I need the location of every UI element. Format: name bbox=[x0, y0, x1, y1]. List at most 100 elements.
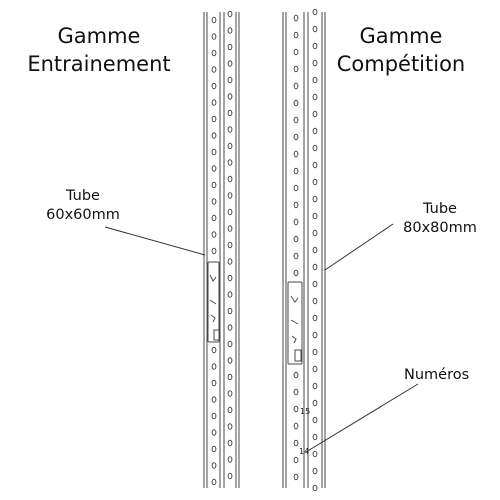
perforation-hole bbox=[211, 363, 217, 370]
perforation-hole bbox=[211, 99, 217, 106]
leader-line-tube-left bbox=[104, 226, 206, 256]
perforation-hole bbox=[312, 110, 318, 118]
hole-column bbox=[211, 16, 217, 486]
perforation-hole bbox=[293, 150, 299, 158]
perforation-hole bbox=[227, 60, 233, 67]
perforation-hole bbox=[312, 297, 318, 305]
hole-column bbox=[312, 8, 318, 492]
perforation-hole bbox=[211, 247, 217, 255]
label-line: 60x60mm bbox=[46, 207, 120, 223]
perforation-hole bbox=[312, 144, 318, 152]
perforation-hole bbox=[227, 357, 233, 364]
perforation-hole bbox=[227, 390, 233, 397]
perforation-hole bbox=[211, 412, 217, 420]
perforation-hole bbox=[293, 388, 299, 396]
perforation-hole bbox=[227, 175, 233, 183]
hole-column bbox=[293, 14, 299, 481]
label-tube-80x80: Tube 80x80mm bbox=[392, 200, 488, 238]
perforation-hole bbox=[227, 423, 233, 430]
perforation-hole bbox=[227, 43, 233, 51]
perforation-hole bbox=[227, 142, 233, 150]
perforation-hole bbox=[293, 82, 299, 90]
perforation-hole bbox=[227, 159, 233, 166]
perforation-hole bbox=[227, 27, 233, 34]
perforation-hole bbox=[211, 198, 217, 205]
title-gamme-competition: Gamme Compétition bbox=[326, 22, 476, 78]
perforation-hole bbox=[227, 324, 233, 331]
perforation-hole bbox=[312, 416, 318, 424]
perforation-hole bbox=[293, 235, 299, 243]
perforation-hole bbox=[293, 184, 299, 192]
label-line: Tube bbox=[423, 201, 457, 217]
perforation-hole bbox=[211, 214, 217, 222]
perforation-hole bbox=[312, 229, 318, 237]
perforation-hole bbox=[312, 76, 318, 84]
perforation-hole bbox=[293, 252, 299, 260]
plate-text bbox=[209, 274, 217, 323]
upright-competition bbox=[282, 8, 326, 492]
perforation-hole bbox=[293, 31, 299, 39]
column-number-14: 14 bbox=[299, 447, 309, 456]
perforation-hole bbox=[293, 201, 299, 209]
plate-logo bbox=[213, 329, 221, 341]
perforation-hole bbox=[227, 373, 233, 381]
perforation-hole bbox=[312, 93, 318, 101]
perforation-hole bbox=[293, 422, 299, 430]
hole-column bbox=[227, 10, 233, 480]
perforation-hole bbox=[312, 246, 318, 254]
perforation-hole bbox=[211, 82, 217, 90]
perforation-hole bbox=[312, 399, 318, 407]
perforation-hole bbox=[312, 8, 318, 16]
perforation-hole bbox=[293, 405, 299, 413]
title-line: Gamme bbox=[57, 24, 141, 48]
perforation-hole bbox=[211, 462, 217, 469]
perforation-hole bbox=[227, 340, 233, 348]
perforation-hole bbox=[293, 14, 299, 22]
label-line: Tube bbox=[66, 188, 100, 204]
perforation-hole bbox=[293, 269, 299, 277]
label-plate bbox=[207, 261, 220, 343]
perforation-hole bbox=[312, 178, 318, 186]
perforation-hole bbox=[211, 132, 217, 139]
perforation-hole bbox=[293, 218, 299, 226]
plate-logo bbox=[294, 349, 302, 362]
perforation-hole bbox=[293, 439, 299, 447]
perforation-hole bbox=[211, 231, 217, 238]
perforation-hole bbox=[312, 348, 318, 356]
perforation-hole bbox=[211, 115, 217, 123]
perforation-hole bbox=[227, 192, 233, 199]
perforation-hole bbox=[211, 66, 217, 73]
perforation-hole bbox=[312, 59, 318, 67]
perforation-hole bbox=[293, 116, 299, 124]
perforation-hole bbox=[312, 195, 318, 203]
plate-text bbox=[290, 295, 299, 344]
perforation-hole bbox=[227, 10, 233, 18]
title-line: Gamme bbox=[359, 24, 443, 48]
perforation-hole bbox=[312, 450, 318, 458]
perforation-hole bbox=[211, 33, 217, 40]
perforation-hole bbox=[227, 456, 233, 463]
perforation-hole bbox=[293, 371, 299, 379]
perforation-hole bbox=[227, 225, 233, 232]
perforation-hole bbox=[211, 396, 217, 403]
perforation-hole bbox=[312, 212, 318, 220]
perforation-hole bbox=[293, 65, 299, 73]
perforation-hole bbox=[211, 445, 217, 453]
perforation-hole bbox=[211, 148, 217, 156]
perforation-hole bbox=[211, 181, 217, 189]
perforation-hole bbox=[227, 406, 233, 414]
perforation-hole bbox=[312, 433, 318, 441]
label-line: 80x80mm bbox=[403, 220, 477, 236]
perforation-hole bbox=[312, 280, 318, 288]
label-plate bbox=[287, 281, 303, 365]
perforation-hole bbox=[211, 165, 217, 172]
perforation-hole bbox=[211, 429, 217, 436]
perforation-hole bbox=[227, 439, 233, 447]
perforation-hole bbox=[293, 167, 299, 175]
upright-entrainement bbox=[203, 10, 240, 488]
label-tube-60x60: Tube 60x60mm bbox=[38, 187, 128, 225]
leader-line-tube-right bbox=[324, 223, 394, 271]
perforation-hole bbox=[312, 365, 318, 373]
perforation-hole bbox=[227, 76, 233, 84]
perforation-hole bbox=[211, 379, 217, 387]
